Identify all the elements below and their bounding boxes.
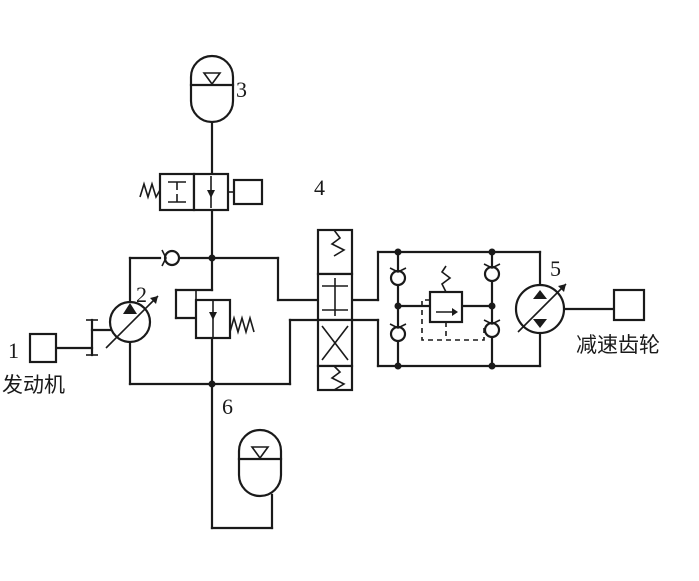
label-directional-valve: 4: [314, 175, 325, 200]
engine-box: [28, 332, 58, 364]
label-engine-name: 发动机: [2, 373, 65, 397]
variable-pump: [105, 295, 159, 349]
directional-valve: [316, 228, 354, 392]
label-gear-name: 减速齿轮: [576, 333, 660, 357]
label-engine-number: 1: [8, 338, 19, 363]
check-valve-bridge: [389, 250, 501, 368]
accumulator-top: [189, 54, 235, 124]
label-accumulator-bottom: 6: [222, 394, 233, 419]
label-motor: 5: [550, 256, 561, 281]
gear-box: [612, 288, 646, 322]
solenoid-valve-top: [139, 172, 264, 212]
label-pump: 2: [136, 282, 147, 307]
relief-valve: [174, 288, 255, 340]
label-accumulator-top: 3: [236, 77, 247, 102]
check-valve-top: [161, 249, 181, 267]
pipe-lines: [54, 118, 616, 530]
hydraulic-motor: [514, 283, 567, 335]
accumulator-bottom: [237, 428, 283, 498]
